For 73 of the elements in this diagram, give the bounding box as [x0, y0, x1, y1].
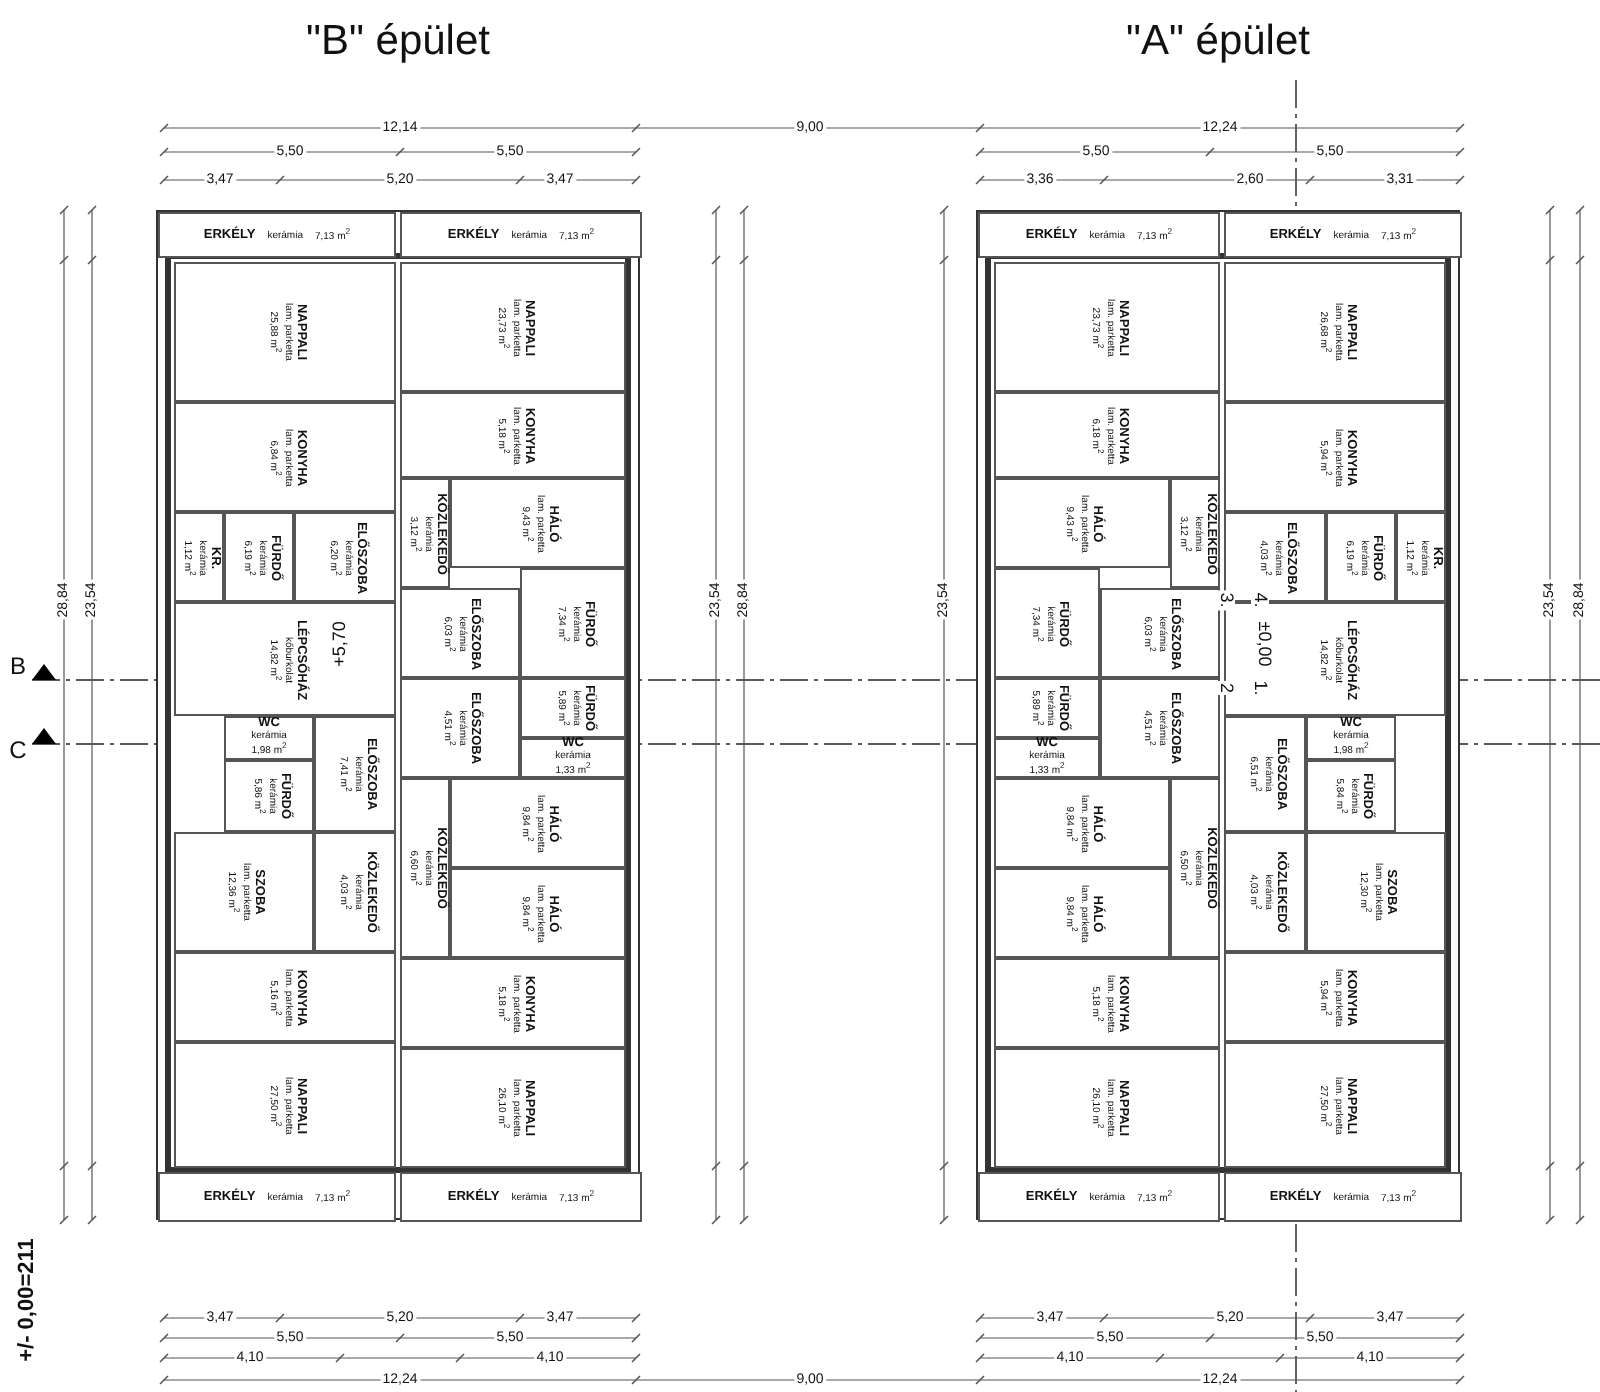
stair-number: 3. [1217, 590, 1235, 610]
room-area [174, 952, 396, 1042]
room-area [1170, 478, 1220, 588]
room-area [994, 958, 1220, 1048]
room-area [314, 832, 396, 952]
room-area [1306, 760, 1396, 832]
room-area [994, 478, 1170, 568]
balcony-area [978, 1172, 1220, 1222]
room-area [224, 512, 294, 602]
balcony-area [158, 1172, 396, 1222]
room-area [1224, 402, 1446, 512]
section-label: C [7, 738, 29, 762]
room-area [1306, 716, 1396, 760]
room-area [1224, 512, 1326, 602]
room-area [1224, 716, 1306, 832]
room-area [994, 392, 1220, 478]
room-area [994, 262, 1220, 392]
room-area [174, 1042, 396, 1168]
room-area [174, 402, 396, 512]
room-area [1224, 602, 1446, 716]
room-area [174, 262, 396, 402]
room-area [994, 868, 1170, 958]
room-area [1224, 952, 1446, 1042]
room-area [400, 958, 626, 1048]
room-area [174, 602, 396, 716]
room-area [1100, 678, 1220, 778]
building-heading: "B" épület [304, 18, 492, 66]
room-area [1224, 1042, 1446, 1168]
room-area [224, 760, 314, 832]
balcony-area [400, 1172, 642, 1222]
room-area [400, 588, 520, 678]
room-area [314, 716, 396, 832]
room-area [1224, 832, 1306, 952]
stair-number: 1. [1251, 678, 1269, 698]
balcony-area [158, 212, 396, 258]
stair-number: 4. [1251, 590, 1269, 610]
room-area [400, 262, 626, 392]
building-heading: "A" épület [1124, 18, 1312, 66]
room-area [450, 868, 626, 958]
room-area [1100, 588, 1220, 678]
room-area [400, 678, 520, 778]
room-area [1396, 512, 1446, 602]
room-area [174, 512, 224, 602]
room-area [400, 1048, 626, 1168]
room-area [400, 778, 450, 958]
room-area [450, 778, 626, 868]
room-area [520, 678, 626, 738]
balcony-area [400, 212, 642, 258]
room-area [994, 1048, 1220, 1168]
room-area [994, 778, 1170, 868]
balcony-area [978, 212, 1220, 258]
room-area [400, 392, 626, 478]
room-area [520, 568, 626, 678]
room-area [450, 478, 626, 568]
level-mark: +5,70 [331, 619, 349, 669]
room-area [994, 738, 1100, 778]
room-area [1326, 512, 1396, 602]
stair-number: 2 [1217, 681, 1235, 695]
room-area [174, 832, 314, 952]
room-area [294, 512, 396, 602]
room-area [1170, 778, 1220, 958]
level-mark: ±0,00 [1255, 619, 1273, 669]
room-area [994, 678, 1100, 738]
room-area [994, 568, 1100, 678]
room-area [400, 478, 450, 588]
room-area [520, 738, 626, 778]
balcony-area [1224, 1172, 1462, 1222]
room-area [1224, 262, 1446, 402]
section-label: B [8, 654, 28, 678]
room-area [224, 716, 314, 760]
room-area [1306, 832, 1446, 952]
level-note: +/- 0,00=211 [17, 1236, 39, 1364]
balcony-area [1224, 212, 1462, 258]
